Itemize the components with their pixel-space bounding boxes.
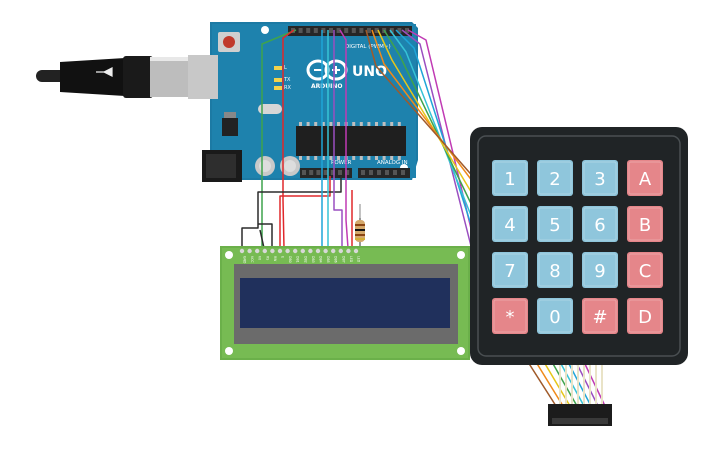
key-label: B [639,215,651,236]
arduino-board: L TX RX UNO ARDUINO DIGITAL (PWM~) POWER… [188,22,418,182]
keypad: 1 2 3 A 4 5 6 B 7 8 9 C * 0 # D [470,127,688,365]
lcd-pin [315,248,321,254]
key-label: 8 [549,261,560,282]
wire-black-3 [259,229,265,249]
led-tx-label: TX [283,77,291,83]
lcd-pin [270,248,275,254]
key-8[interactable]: 8 [537,252,573,288]
lcd-pin [255,248,260,254]
key-B[interactable]: B [627,206,663,242]
lcd-pin-label: GND [243,256,247,264]
wire-black-2 [258,223,273,248]
digital-header [288,26,412,36]
lcd-pin-label: E [281,256,285,258]
lcd-pin-label: V0 [258,256,262,260]
lcd-pin [353,248,359,254]
lcd-pin [262,248,267,254]
key-label: 0 [549,307,560,328]
lcd-pin [308,248,313,254]
key-A[interactable]: A [627,160,663,196]
led-l-label: L [284,65,287,71]
key-label: 6 [594,215,605,236]
lcd-pin [338,248,343,254]
resistor [355,204,365,246]
led-rx-label: RX [284,85,291,91]
key-#[interactable]: # [582,298,618,334]
lcd-pin-label: RW [273,256,277,262]
key-4[interactable]: 4 [492,206,528,242]
lcd-pin [300,248,305,254]
lcd-pin [247,248,252,254]
wire-green [261,29,297,248]
key-0[interactable]: 0 [537,298,573,334]
key-3[interactable]: 3 [582,160,618,196]
wire-black-gnd [241,176,342,248]
lcd-pin-label: DB6 [334,256,338,263]
lcd-pin-label: DB2 [303,256,307,263]
key-label: 4 [504,215,515,236]
wire-red-5v [279,176,331,248]
key-C[interactable]: C [627,252,663,288]
lcd-pin-label: RS [265,256,269,260]
wire-magenta-1 [339,29,349,249]
key-label: 9 [594,261,605,282]
lcd-pin [323,248,328,254]
wire-kp-2 [401,29,473,251]
key-label: C [639,261,652,282]
lcd-pin-label: DB0 [288,256,292,263]
lcd-screen [240,278,450,328]
lcd-pin [346,248,351,254]
key-1[interactable]: 1 [492,160,528,196]
key-7[interactable]: 7 [492,252,528,288]
power-label: POWER [331,160,352,166]
lcd-pin-label: DB5 [326,256,330,263]
key-D[interactable]: D [627,298,663,334]
lcd-pin [293,248,298,254]
key-5[interactable]: 5 [537,206,573,242]
key-label: 5 [549,215,560,236]
lcd-pin-label: LED [357,256,361,263]
key-label: * [506,307,515,328]
wire-red-a [282,29,295,249]
key-label: 1 [504,169,515,190]
key-label: 2 [549,169,560,190]
lcd-pin-label: DB4 [319,256,323,263]
key-*[interactable]: * [492,298,528,334]
key-label: 7 [504,261,515,282]
wire-purple-1 [333,30,343,248]
lcd-pin [239,248,245,254]
lcd-pin-label: VCC [250,256,254,263]
wire-kp-4 [389,29,477,229]
key-9[interactable]: 9 [582,252,618,288]
lcd-pin-label: DB1 [296,256,300,263]
keypad-ribbon [527,361,612,426]
brand-label: ARDUINO [311,83,342,90]
lcd-pin-label: DB7 [341,256,345,263]
lcd-pin [331,248,336,254]
lcd-pin [277,248,283,254]
lcd-pin [285,248,290,254]
key-2[interactable]: 2 [537,160,573,196]
key-label: D [638,307,652,328]
lcd-pin-label: LED [349,256,353,263]
wire-kp-6 [377,29,477,201]
microcontroller-chip [296,126,406,156]
wires [241,29,479,259]
key-label: # [592,307,607,328]
wire-kp-8 [365,29,477,181]
analog-label: ANALOG IN [377,160,408,166]
key-6[interactable]: 6 [582,206,618,242]
key-label: 3 [594,169,605,190]
digital-label: DIGITAL (PWM~) [345,44,391,50]
wire-kp-1 [407,29,479,259]
analog-header [358,168,410,178]
lcd-pin-label: DB3 [311,256,315,263]
wire-kp-5 [383,29,477,215]
key-label: A [639,169,652,190]
